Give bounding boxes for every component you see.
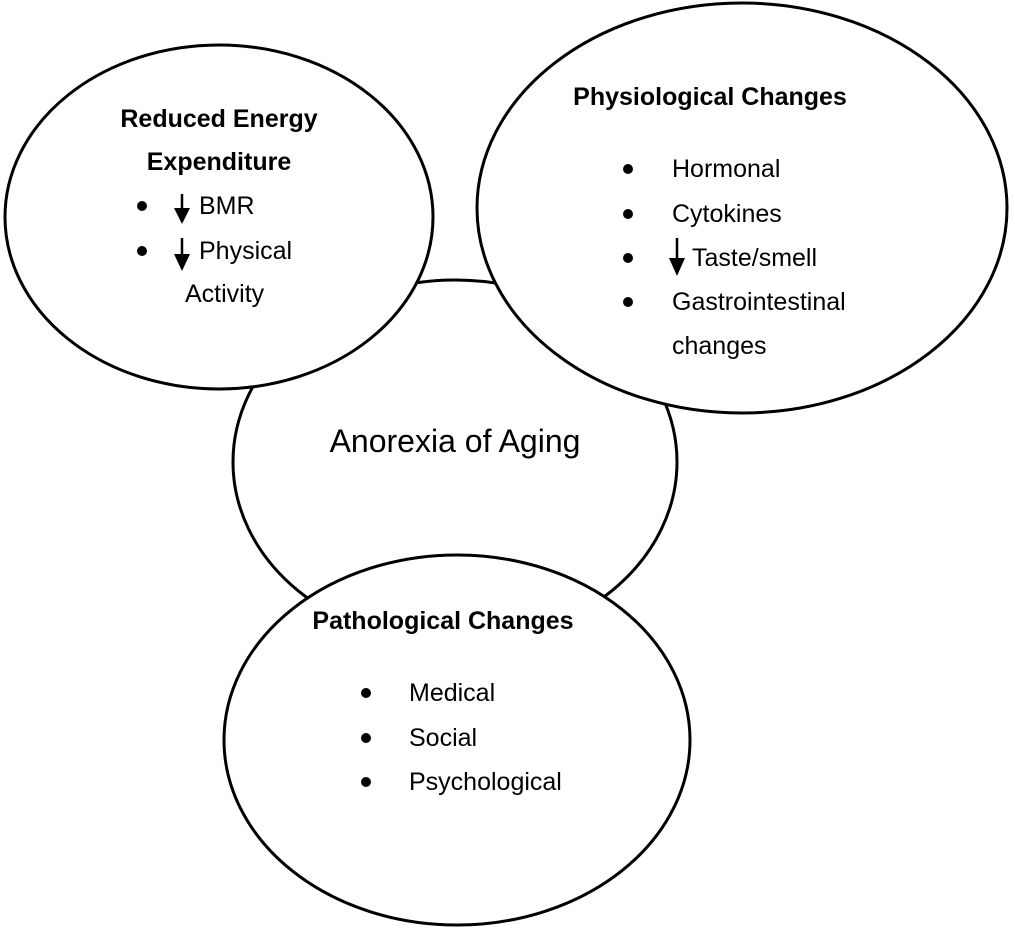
energy-group: Reduced Energy Expenditure BMR Physical … [120,105,317,308]
physiological-title: Physiological Changes [573,83,847,111]
energy-ellipse [3,43,435,391]
pathological-item-social: Social [409,724,477,752]
energy-item-bmr: BMR [199,192,255,220]
energy-item-physical: Physical [199,237,292,265]
down-arrow-icon [669,238,685,276]
physiological-item-hormonal: Hormonal [672,155,780,183]
bullet-dot [361,777,371,787]
down-arrow-icon [174,238,190,271]
energy-title-line2: Expenditure [147,148,292,176]
physiological-item-taste-smell: Taste/smell [692,244,817,272]
bullet-dot [361,733,371,743]
bullet-dot [623,253,633,263]
pathological-item-medical: Medical [409,679,495,707]
bullet-dot [137,246,147,256]
physiological-ellipse [475,1,1009,415]
physiological-item-changes: changes [672,332,767,360]
down-arrow-icon [174,194,190,224]
pathological-item-psychological: Psychological [409,768,562,796]
bullet-dot [623,209,633,219]
bullet-dot [623,297,633,307]
pathological-title: Pathological Changes [312,607,573,635]
physiological-group: Physiological Changes Hormonal Cytokines… [573,83,847,360]
bullet-dot [623,164,633,174]
physiological-item-gastrointestinal: Gastrointestinal [672,288,846,316]
energy-title-line1: Reduced Energy [120,105,317,133]
physiological-item-cytokines: Cytokines [672,200,782,228]
bullet-dot [137,201,147,211]
pathological-group: Pathological Changes Medical Social Psyc… [312,607,573,796]
center-label: Anorexia of Aging [330,423,581,459]
energy-item-activity: Activity [185,280,265,308]
pathological-ellipse [222,553,692,927]
bullet-dot [361,688,371,698]
